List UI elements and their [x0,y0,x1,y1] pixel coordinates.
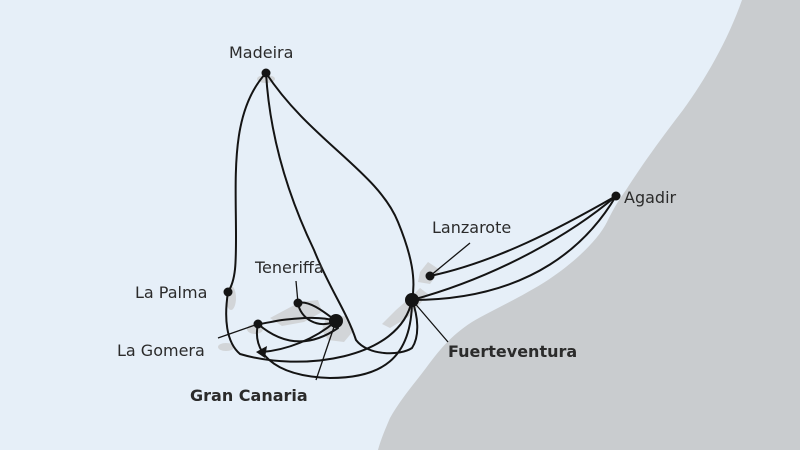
leader-line [315,320,337,381]
port-label-la-gomera: La Gomera [117,341,205,360]
route-line [257,323,339,343]
route-line [261,320,337,353]
el-hierro-island [218,343,234,351]
leader-line [217,323,259,339]
port-marker-teneriffa [293,298,303,308]
route-line [411,195,617,301]
port-label-gran-canaria: Gran Canaria [190,386,308,405]
port-marker-fuerteventura [405,293,419,307]
route-line [225,291,413,363]
port-label-fuerteventura: Fuerteventura [448,342,578,361]
route-line [255,299,413,379]
route-line [265,72,415,301]
route-line [429,195,617,277]
leader-line [429,242,471,277]
port-marker-lanzarote [425,271,435,281]
port-marker-gran-canaria [329,314,343,328]
port-marker-madeira [261,68,271,78]
port-marker-la-palma [223,287,233,297]
port-label-teneriffa: Teneriffa [255,258,324,277]
port-label-agadir: Agadir [624,188,677,207]
port-label-madeira: Madeira [229,43,294,62]
route-arrow-icon [256,346,267,358]
route-line [411,195,617,301]
port-label-lanzarote: Lanzarote [432,218,512,237]
route-line [265,72,419,355]
leader-line [411,299,449,343]
port-label-la-palma: La Palma [135,283,208,302]
africa-landmass [378,0,800,450]
port-marker-agadir [611,191,621,201]
route-line [257,316,337,325]
route-line [227,72,267,293]
port-marker-la-gomera [253,319,263,329]
